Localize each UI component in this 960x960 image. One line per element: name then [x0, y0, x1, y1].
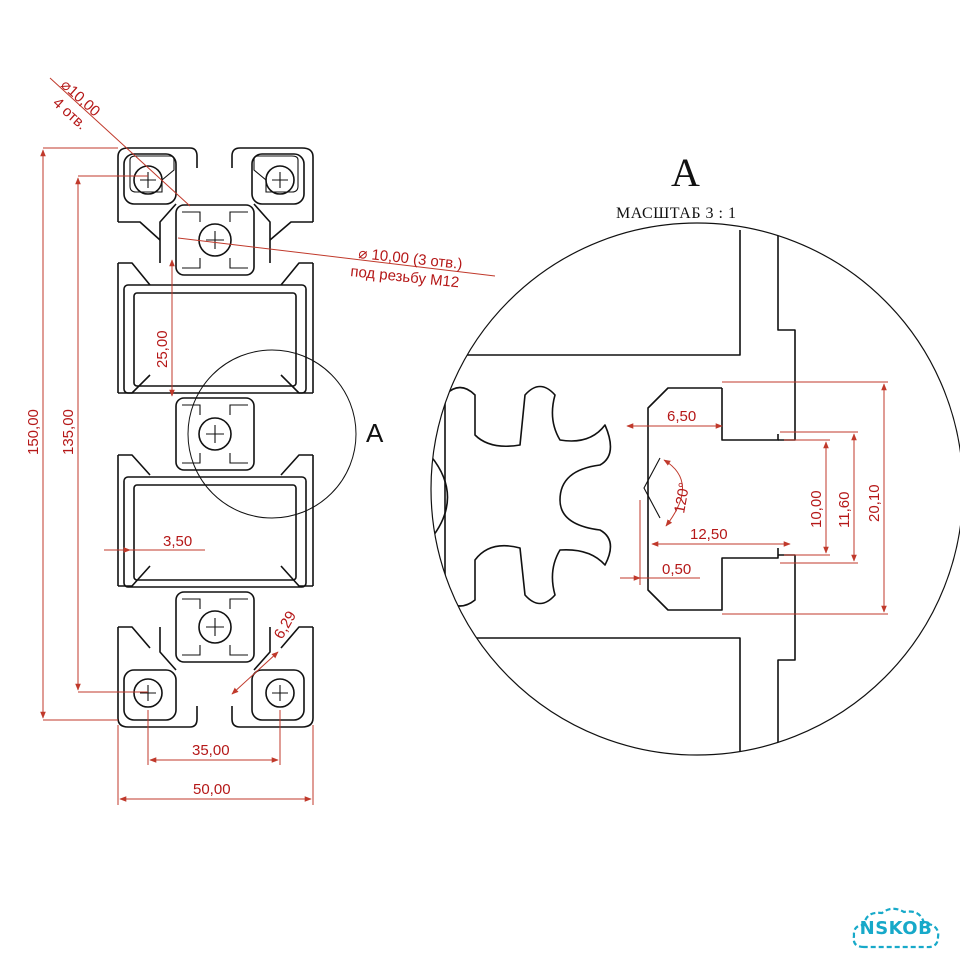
logo-text: NSKOB — [859, 918, 933, 939]
center-node-middle — [175, 397, 255, 471]
detail-dim-angle: 120° — [671, 481, 693, 515]
detail-letter: A — [671, 150, 700, 195]
center-node-top — [175, 204, 255, 276]
detail-dimension-labels: 6,50 12,50 0,50 120° 10,00 11,60 20,10 — [662, 408, 883, 578]
detail-dimensions — [620, 381, 888, 615]
detail-dim-6-50: 6,50 — [667, 408, 696, 425]
detail-scale: МАСШТАБ 3 : 1 — [616, 205, 736, 222]
profile-dimension-labels: 150,00 135,00 25,00 3,50 35,00 50,00 6,2… — [25, 76, 463, 798]
detail-dim-10-00: 10,00 — [808, 490, 825, 528]
callout-letter: A — [366, 418, 384, 448]
dim-width: 50,00 — [193, 781, 231, 798]
detail-dim-11-60: 11,60 — [836, 492, 853, 528]
detail-dim-20-10: 20,10 — [866, 484, 883, 522]
profile-cross-section — [117, 147, 357, 728]
cloud-icon — [852, 907, 940, 949]
dim-total-height: 150,00 — [25, 409, 42, 455]
dim-slot-depth: 25,00 — [154, 330, 171, 368]
detail-dim-12-50: 12,50 — [690, 526, 728, 543]
detail-circle — [430, 222, 960, 756]
profile-dimensions — [40, 77, 496, 805]
brand-logo: NSKOB — [850, 903, 942, 955]
dim-chamfer: 6,29 — [271, 608, 300, 642]
detail-geometry — [431, 230, 796, 755]
center-node-bottom — [175, 591, 255, 663]
detail-dim-0-50: 0,50 — [662, 561, 691, 578]
dim-slot-pitch: 35,00 — [192, 742, 230, 759]
dim-inner-height: 135,00 — [60, 409, 77, 455]
dim-wall: 3,50 — [163, 533, 192, 550]
